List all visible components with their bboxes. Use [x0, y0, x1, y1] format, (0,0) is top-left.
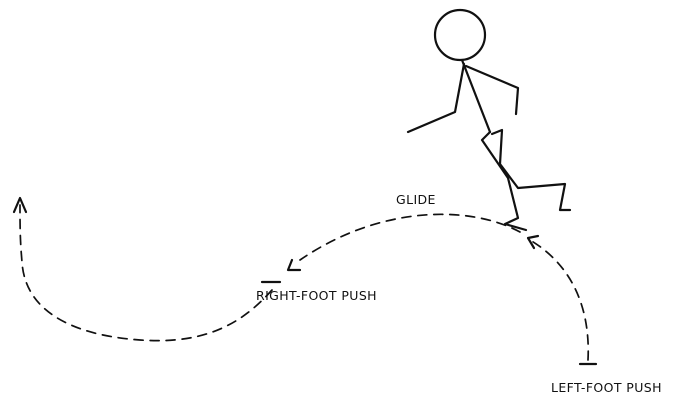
right-foot-push-label: RIGHT-FOOT PUSH: [256, 288, 377, 303]
right-push-curve: [20, 205, 272, 341]
figure-raised-leg: [492, 130, 570, 210]
glide-curve: [300, 214, 520, 260]
skating-path: [20, 205, 588, 360]
glide-arrowhead-icon: [288, 260, 300, 270]
figure-left-arm: [408, 64, 464, 132]
left-foot-push-label: LEFT-FOOT PUSH: [551, 380, 662, 395]
left-push-curve: [530, 240, 588, 360]
figure-support-leg: [482, 132, 526, 230]
figure-head: [435, 10, 485, 60]
glide-label: GLIDE: [396, 192, 436, 207]
